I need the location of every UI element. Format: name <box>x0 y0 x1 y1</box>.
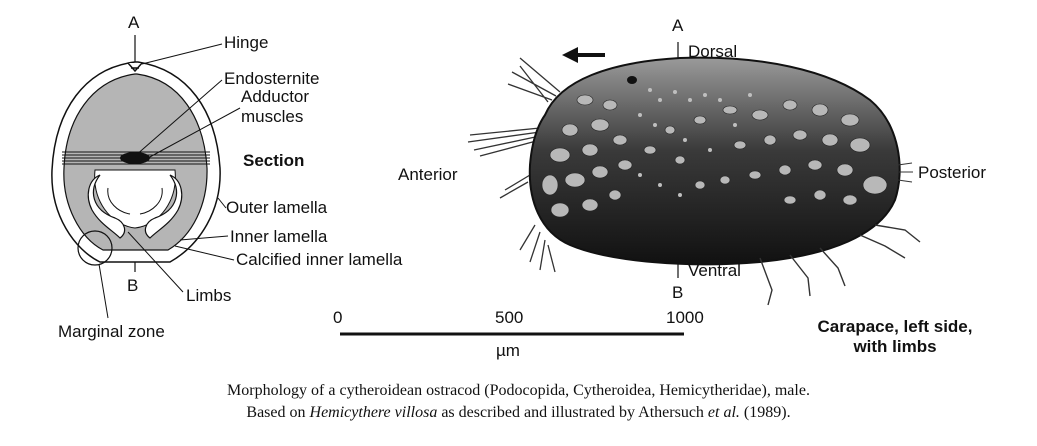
caption-line1: Morphology of a cytheroidean ostracod (P… <box>227 382 810 399</box>
scale-tick-1000: 1000 <box>666 308 704 327</box>
label-adductor-line1: Adductor <box>241 87 310 106</box>
eye-spot <box>627 76 637 84</box>
scale-unit: µm <box>496 341 520 360</box>
limb-right-inner <box>139 187 163 215</box>
caption-species: Hemicythere villosa <box>309 404 438 421</box>
section-leader-lines <box>98 43 241 319</box>
scale-tick-500: 500 <box>495 308 524 327</box>
carapace-title-line2: with limbs <box>853 337 937 356</box>
caption-etal: et al. <box>707 404 740 421</box>
marginal-zone-circle <box>77 230 113 266</box>
label-hinge: Hinge <box>224 33 269 52</box>
limb-left-inner <box>107 187 131 215</box>
hinge-notch <box>127 62 143 73</box>
label-ventral: Ventral <box>688 261 741 280</box>
section-label-b: B <box>127 276 139 295</box>
label-calcified-inner-lamella: Calcified inner lamella <box>236 250 403 269</box>
direction-arrow-icon <box>562 47 605 63</box>
label-outer-lamella: Outer lamella <box>226 198 328 217</box>
caption-line2-prefix: Based on <box>246 404 310 421</box>
ventral-limbs <box>759 224 921 306</box>
carapace-label-b: B <box>672 283 684 302</box>
label-dorsal: Dorsal <box>688 42 738 61</box>
carapace-spots <box>541 94 888 218</box>
section-body <box>94 169 176 229</box>
limb-left <box>87 174 126 239</box>
label-limbs: Limbs <box>186 286 232 305</box>
anterior-bristles <box>467 57 561 273</box>
figure-caption: Morphology of a cytheroidean ostracod (P… <box>0 380 1037 424</box>
endosternite-shape <box>120 152 150 164</box>
label-anterior: Anterior <box>398 165 458 184</box>
carapace-shell <box>528 56 901 266</box>
label-posterior: Posterior <box>918 163 987 182</box>
section-label-a: A <box>128 13 140 32</box>
label-marginal-zone: Marginal zone <box>58 322 165 341</box>
carapace-dots <box>638 88 752 197</box>
carapace-drawing <box>467 42 921 306</box>
label-inner-lamella: Inner lamella <box>230 227 328 246</box>
caption-line2-suffix: (1989). <box>739 404 791 421</box>
caption-line2: Based on Hemicythere villosa as describe… <box>0 402 1037 424</box>
label-endosternite: Endosternite <box>224 69 320 88</box>
label-adductor-line2: muscles <box>241 107 304 126</box>
section-drawing <box>51 35 241 319</box>
posterior-bristles <box>897 162 913 183</box>
scale-tick-0: 0 <box>333 308 343 327</box>
carapace-label-a: A <box>672 16 684 35</box>
caption-line2-middle: as described and illustrated by Athersuc… <box>437 404 708 421</box>
carapace-title-line1: Carapace, left side, <box>817 317 973 336</box>
label-section-title: Section <box>243 151 305 170</box>
limb-right <box>144 174 183 239</box>
